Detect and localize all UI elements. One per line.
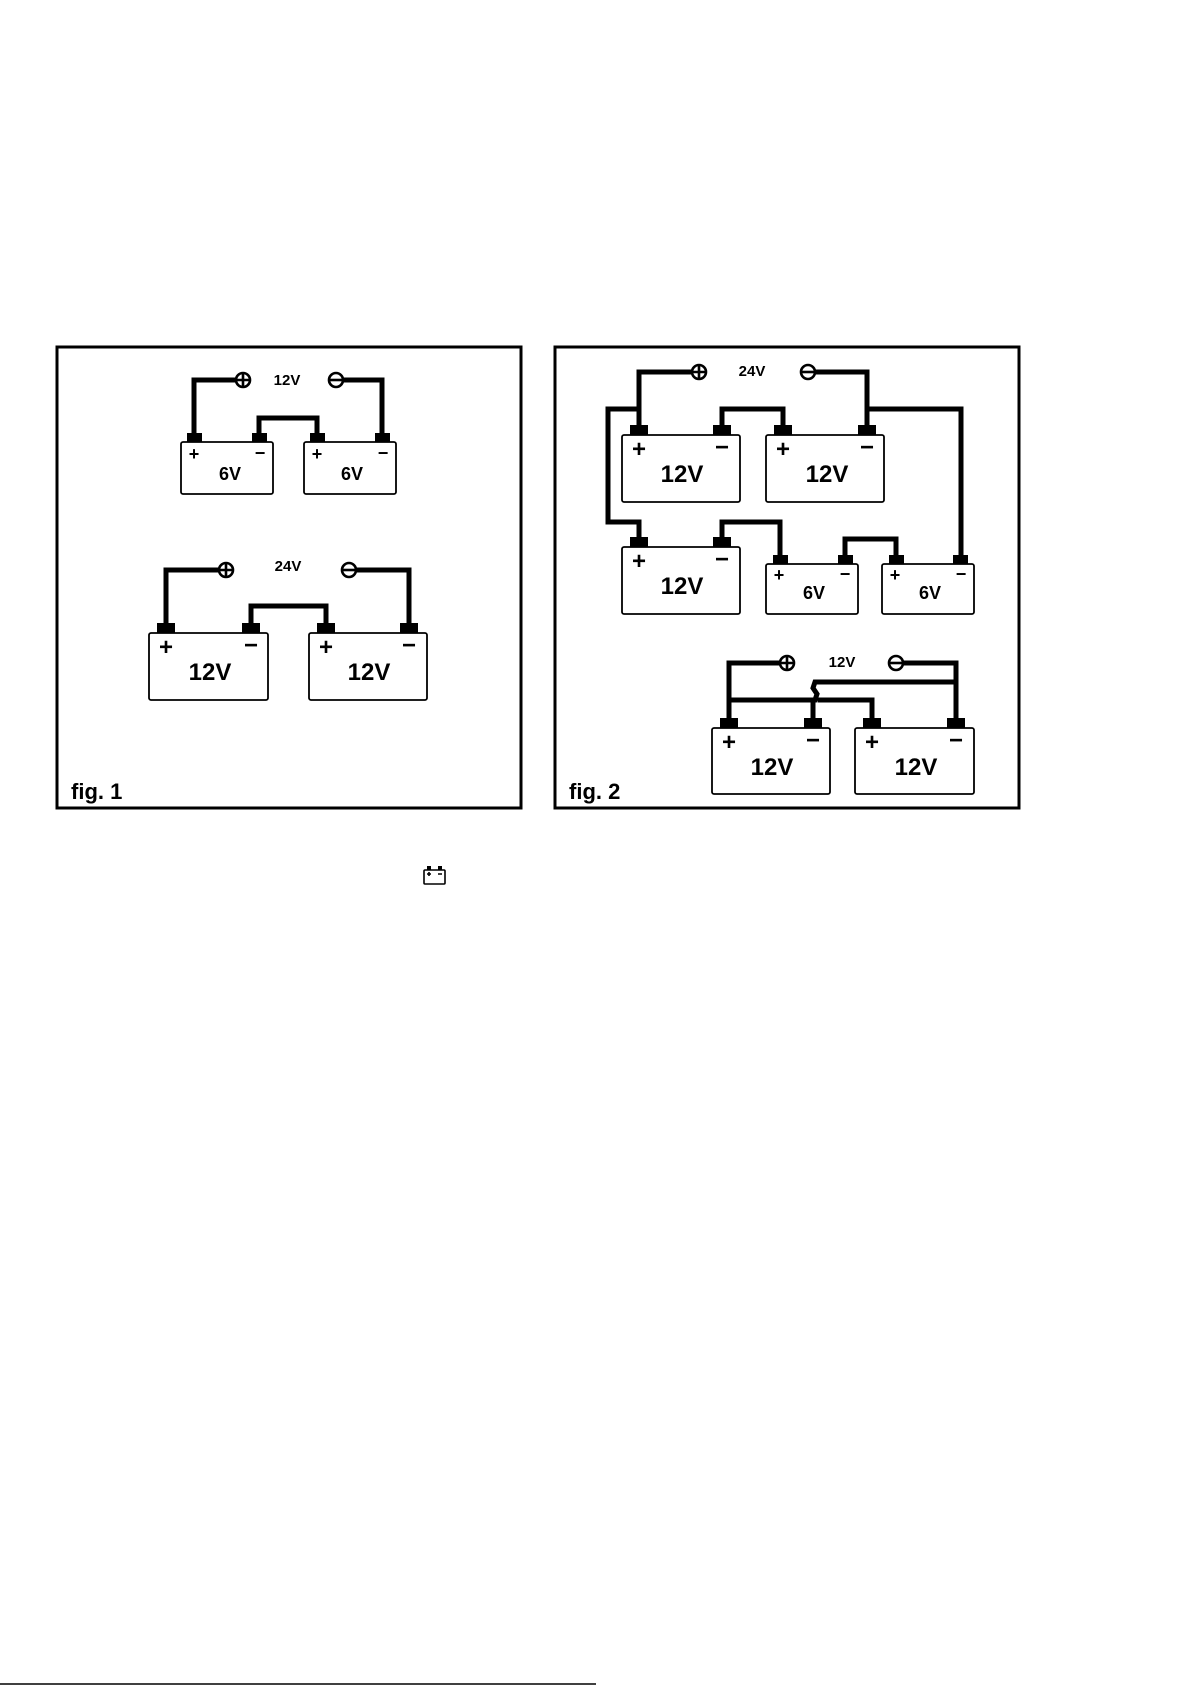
fig1-circuit-12v-series: 12V + − 6V + − 6V [181, 372, 396, 494]
positive-label: + [319, 634, 333, 661]
fig2-c2-parallel-lower-wire [729, 682, 956, 700]
negative-label: − [956, 564, 967, 584]
positive-terminal [630, 537, 648, 547]
battery: + − 12V [766, 425, 884, 502]
positive-node [219, 563, 233, 577]
negative-label: − [715, 434, 729, 461]
positive-terminal [889, 555, 904, 564]
battery-voltage-label: 6V [919, 583, 941, 603]
battery: + − 6V [304, 433, 396, 494]
positive-label: + [774, 565, 785, 585]
fig2-c2-positive-link [820, 700, 872, 718]
negative-node [329, 373, 343, 387]
fig2-c2-negative-wire [903, 663, 956, 718]
battery-voltage-label: 12V [751, 754, 794, 781]
output-voltage-label: 12V [829, 654, 856, 671]
figure-1-caption: fig. 1 [71, 779, 122, 804]
battery-voltage-label: 6V [341, 464, 363, 484]
positive-node [780, 656, 794, 670]
positive-terminal [720, 718, 738, 728]
fig2-c1-top-jumper [722, 409, 783, 425]
positive-label: + [312, 444, 323, 464]
positive-terminal [310, 433, 325, 442]
fig2-c2-positive-wire [729, 663, 780, 718]
positive-label: + [189, 444, 200, 464]
negative-label: − [715, 546, 729, 573]
fig2-c1-positive-wire [639, 372, 692, 425]
battery: + − 12V [622, 425, 740, 502]
negative-label: − [840, 564, 851, 584]
negative-label: − [402, 632, 416, 659]
battery-voltage-label: 6V [803, 583, 825, 603]
negative-node [889, 656, 903, 670]
battery-voltage-label: 12V [189, 659, 232, 686]
negative-label: − [860, 434, 874, 461]
fig1-circuit-24v-series: 24V + − 12V + − 12V [149, 558, 427, 700]
fig1-c1-jumper-wire [259, 418, 317, 433]
battery-voltage-label: 12V [348, 659, 391, 686]
figure-2: 24V + − 12V + − 12V [555, 347, 1019, 808]
negative-label: − [806, 727, 820, 754]
positive-terminal [157, 623, 175, 633]
output-voltage-label: 24V [275, 558, 302, 575]
negative-label: − [378, 443, 389, 463]
positive-terminal [317, 623, 335, 633]
battery-voltage-label: 12V [661, 573, 704, 600]
battery: + − 12V [309, 623, 427, 700]
negative-terminal [953, 555, 968, 564]
positive-label: + [722, 729, 736, 756]
positive-label: + [632, 436, 646, 463]
negative-node [801, 365, 815, 379]
positive-terminal [773, 555, 788, 564]
fig2-c1-negative-wire [815, 372, 867, 425]
battery: + − 6V [181, 433, 273, 494]
fig1-c2-jumper-wire [251, 606, 326, 623]
negative-label: − [949, 727, 963, 754]
output-voltage-label: 12V [274, 372, 301, 389]
positive-node [692, 365, 706, 379]
battery: + − 12V [622, 537, 740, 614]
battery-icon [424, 866, 445, 884]
negative-terminal [375, 433, 390, 442]
positive-label: + [890, 565, 901, 585]
battery-voltage-label: 12V [661, 461, 704, 488]
fig2-circuit-24v-series-parallel: 24V + − 12V + − 12V [608, 363, 974, 614]
fig2-circuit-12v-parallel: 12V + − 12V + − 12V [712, 654, 974, 794]
battery: + − 12V [855, 718, 974, 794]
positive-label: + [776, 436, 790, 463]
positive-label: + [159, 634, 173, 661]
fig1-c1-negative-wire [344, 380, 382, 433]
positive-label: + [632, 548, 646, 575]
battery-voltage-label: 6V [219, 464, 241, 484]
fig1-c1-positive-wire [194, 380, 235, 433]
battery: + − 12V [149, 623, 268, 700]
fig1-c2-positive-wire [166, 570, 219, 623]
positive-node [236, 373, 250, 387]
battery-voltage-label: 12V [895, 754, 938, 781]
positive-terminal [774, 425, 792, 435]
battery: + − 6V [882, 555, 974, 614]
positive-terminal [863, 718, 881, 728]
negative-node [342, 563, 356, 577]
figure-1: 12V + − 6V + − 6V [57, 347, 521, 808]
fig2-c1-6v-jumper [845, 539, 896, 555]
battery: + − 6V [766, 555, 858, 614]
positive-terminal [187, 433, 202, 442]
negative-label: − [255, 443, 266, 463]
negative-label: − [244, 632, 258, 659]
positive-terminal [630, 425, 648, 435]
positive-label: + [865, 729, 879, 756]
fig1-c2-negative-wire [356, 570, 409, 623]
figure-2-caption: fig. 2 [569, 779, 620, 804]
negative-terminal [252, 433, 267, 442]
output-voltage-label: 24V [739, 363, 766, 380]
negative-terminal [838, 555, 853, 564]
battery-voltage-label: 12V [806, 461, 849, 488]
battery: + − 12V [712, 718, 830, 794]
